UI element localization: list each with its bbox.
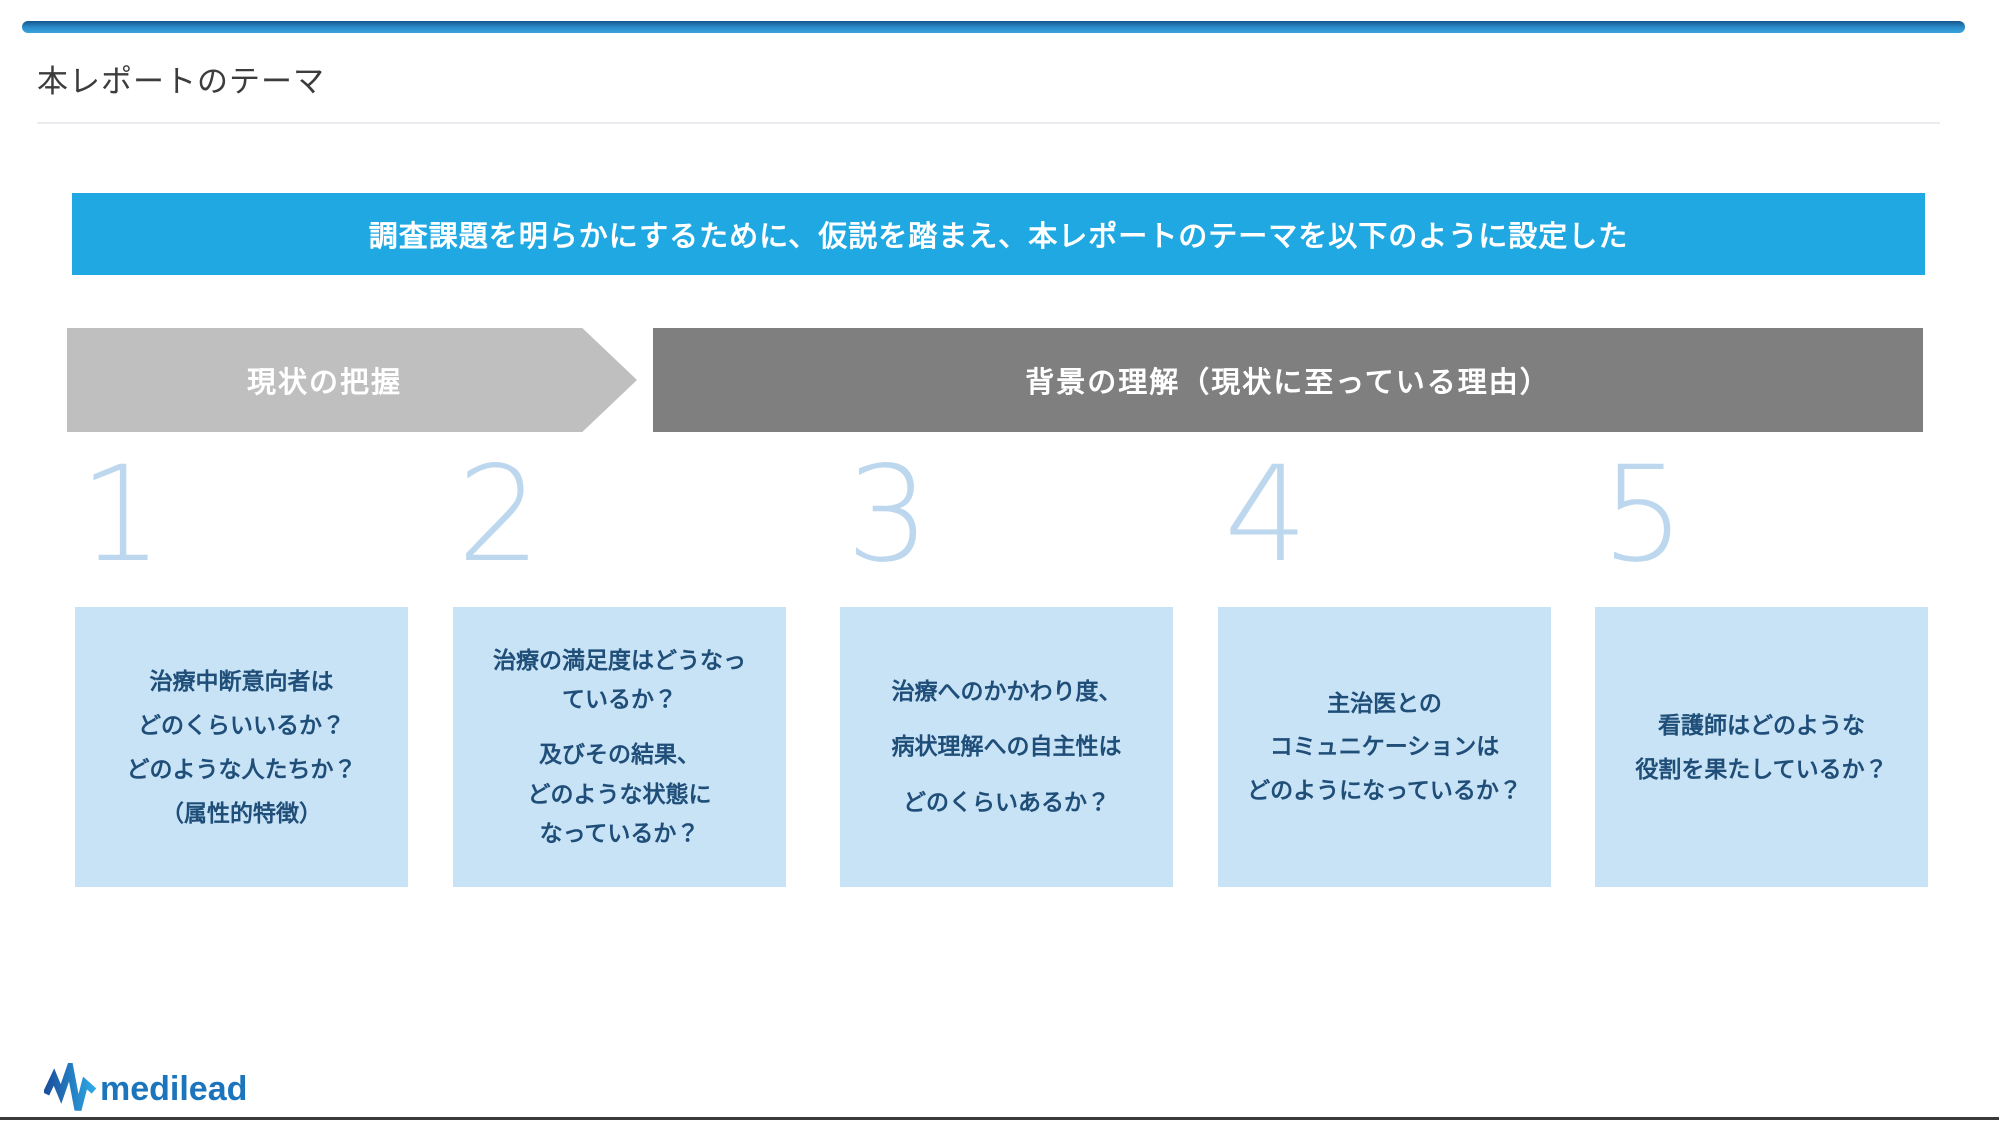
- theme-box-2: 治療の満足度はどうなっ ているか？ 及びその結果、 どのような状態に なっている…: [453, 607, 786, 887]
- theme-box-5: 看護師はどのような 役割を果たしているか？: [1595, 607, 1928, 887]
- theme-box-5-text: 看護師はどのような 役割を果たしているか？: [1635, 711, 1888, 782]
- page-title: 本レポートのテーマ: [37, 64, 325, 99]
- top-accent-bar: [22, 21, 1965, 33]
- theme-number-1: 1: [79, 438, 163, 592]
- medilead-logo: medilead: [44, 1063, 247, 1113]
- theme-box-2-text2: 及びその結果、 どのような状態に なっているか？: [527, 741, 712, 846]
- flow-step2-label: 背景の理解（現状に至っている理由）: [1025, 367, 1551, 399]
- flow-step-background: 背景の理解（現状に至っている理由）: [653, 328, 1923, 432]
- theme-box-3: 治療へのかかわり度、 病状理解への自主性は どのくらいあるか？: [840, 607, 1173, 887]
- theme-box-4: 主治医との コミュニケーションは どのようになっているか？: [1218, 607, 1551, 887]
- logo-wordmark: medilead: [100, 1069, 248, 1108]
- theme-box-3-text: 治療へのかかわり度、 病状理解への自主性は どのくらいあるか？: [891, 678, 1122, 815]
- bottom-rule: [0, 1117, 1999, 1120]
- theme-box-1: 治療中断意向者は どのくらいいるか？ どのような人たちか？ （属性的特徴）: [75, 607, 408, 887]
- theme-number-5: 5: [1601, 438, 1685, 592]
- theme-box-1-text: 治療中断意向者は どのくらいいるか？ どのような人たちか？ （属性的特徴）: [126, 667, 357, 827]
- flow-step-current-state: 現状の把握: [67, 328, 637, 432]
- theme-box-2-text: 治療の満足度はどうなっ ているか？: [493, 647, 746, 713]
- flow-step1-label: 現状の把握: [246, 367, 402, 399]
- statement-banner: 調査課題を明らかにするために、仮説を踏まえ、本レポートのテーマを以下のように設定…: [72, 193, 1925, 275]
- title-divider: [37, 122, 1940, 124]
- theme-box-4-text: 主治医との コミュニケーションは どのようになっているか？: [1247, 690, 1522, 803]
- theme-number-3: 3: [846, 438, 930, 592]
- theme-number-4: 4: [1224, 438, 1308, 592]
- pulse-icon: [44, 1063, 96, 1113]
- theme-number-2: 2: [457, 438, 541, 592]
